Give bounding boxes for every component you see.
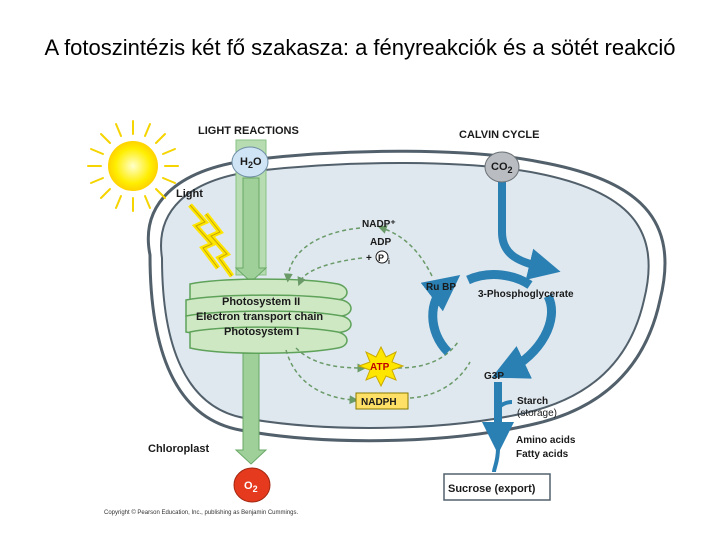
g3p-label: G3P <box>484 371 504 382</box>
nadph-label: NADPH <box>361 397 397 408</box>
h2o-bubble <box>231 146 269 178</box>
slide-title: A fotoszintézis két fő szakasza: a fényr… <box>44 35 676 60</box>
chloroplast-label: Chloroplast <box>148 443 209 455</box>
co2-label: CO2 <box>491 161 513 175</box>
phosphate-icon <box>375 250 389 264</box>
rubp-label: Ru BP <box>426 282 456 293</box>
storage-label: (storage) <box>517 408 557 419</box>
copyright-text: Copyright © Pearson Education, Inc., pub… <box>104 509 299 516</box>
atp-output-arrow <box>295 347 367 373</box>
o2-label: O2 <box>244 480 258 494</box>
nadph-to-cycle-arrow <box>409 361 471 399</box>
starch-branch-arrow <box>496 400 513 410</box>
light-bolt-2-outline <box>205 213 233 277</box>
sucrose-box <box>443 473 551 501</box>
amino-acids-label: Amino acids <box>516 435 576 446</box>
atp-label: ATP <box>370 362 390 373</box>
oxygen-output-arrow <box>234 351 268 465</box>
starch-label: Starch <box>517 396 548 407</box>
fatty-acids-label: Fatty acids <box>516 449 569 460</box>
light-reactions-header: LIGHT REACTIONS <box>198 125 299 137</box>
nadph-output-arrow <box>285 349 359 405</box>
nadph-box <box>355 392 409 410</box>
o2-bubble <box>233 467 271 503</box>
calvin-cycle-header: CALVIN CYCLE <box>459 129 539 141</box>
cycle-arc-left <box>420 274 461 356</box>
photosystem-ii-label: Photosystem II <box>222 296 300 308</box>
calvin-cycle <box>420 180 561 473</box>
atp-to-cycle-arrow <box>397 341 459 369</box>
sucrose-label: Sucrose (export) <box>448 483 536 495</box>
nadp-plus-label: NADP⁺ <box>362 219 396 230</box>
etc-label: Electron transport chain <box>196 311 323 323</box>
cycle-arc-top <box>466 270 533 289</box>
pga-label: 3-Phosphoglycerate <box>478 289 574 300</box>
atp-burst <box>357 345 405 388</box>
co2-input-arrow <box>498 180 561 280</box>
light-label: Light <box>176 188 203 200</box>
adp-return-arrow <box>297 257 363 287</box>
adp-label: ADP <box>370 237 391 248</box>
sucrose-branch-arrow <box>492 447 500 473</box>
water-input-arrow <box>234 177 268 283</box>
photosystem-i-label: Photosystem I <box>224 326 299 338</box>
plus-label: + <box>366 253 372 264</box>
thylakoid-stack <box>185 278 352 354</box>
nadp-to-cycle-arrow <box>377 225 433 277</box>
cycle-arc-right <box>491 293 556 379</box>
light-bolt-1-outline <box>189 204 219 269</box>
sun-icon <box>87 120 179 212</box>
nadp-return-arrow <box>283 227 361 283</box>
h2o-label: H2O <box>240 156 262 170</box>
co2-bubble <box>484 151 520 183</box>
